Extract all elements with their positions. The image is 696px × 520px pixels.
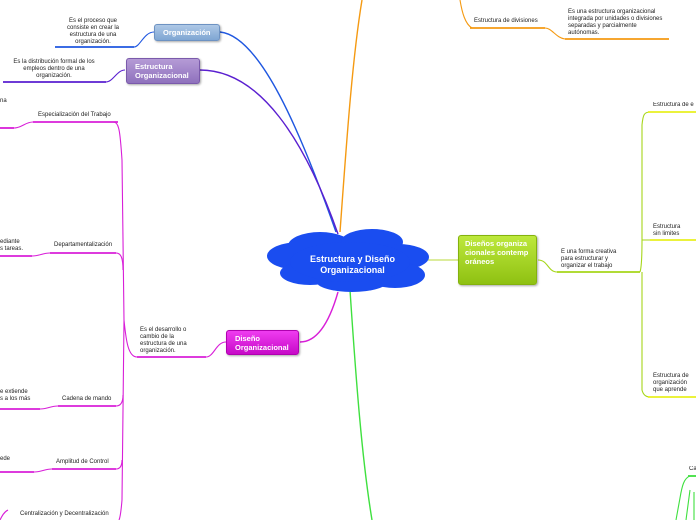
- connector-diseno: [299, 291, 339, 343]
- connector-organizacion: [219, 31, 337, 233]
- partial-cadena-2: s a los más: [0, 396, 31, 402]
- connector-cadena: [115, 394, 124, 407]
- partial-cadena-1: e extiende: [0, 389, 28, 395]
- connector-centralizacion-left: [0, 509, 9, 520]
- connector-orange-main: [339, 0, 363, 233]
- connector-organizacion-note: [133, 31, 155, 48]
- note-organizacion: Es el proceso que consiste en crear la e…: [66, 18, 120, 45]
- label-estructura-aprende[interactable]: Estructura de organización que aprende: [653, 373, 689, 393]
- label-cadena-de-mando[interactable]: Cadena de mando: [62, 396, 112, 402]
- connector-departamentalizacion: [115, 252, 124, 271]
- label-amplitud-de-control[interactable]: Amplitud de Control: [56, 459, 109, 465]
- note-diseno-organizacional: Es el desarrollo o cambio de la estructu…: [140, 327, 187, 354]
- label-estructura-de-divisiones[interactable]: Estructura de divisiones: [474, 18, 538, 24]
- node-diseno-organizacional[interactable]: Diseño Organizacional: [226, 330, 299, 355]
- central-cloud[interactable]: [267, 229, 429, 292]
- connector-contemporaneos-note: [537, 259, 558, 273]
- connector-departamentalizacion-left: [31, 252, 51, 257]
- note-estructura-organizacional: Es la distribución formal de los empleos…: [13, 59, 95, 79]
- connector-orange-divisiones: [459, 0, 473, 29]
- label-centralizacion[interactable]: Centralización y Decentralización: [20, 511, 109, 517]
- partial-especializacion: na: [0, 98, 7, 104]
- label-estructura-de-e[interactable]: Estructura de e: [653, 102, 694, 108]
- partial-bottom-right: Ca: [689, 466, 696, 472]
- partial-departamentalizacion-1: ediante: [0, 239, 20, 245]
- connector-amplitud-left: [33, 468, 53, 473]
- central-topic-title[interactable]: Estructura y Diseño Organizacional: [309, 254, 396, 275]
- connector-especializacion-left: [13, 121, 34, 129]
- connector-diseno-trunk: [112, 121, 138, 520]
- connector-divisiones-note: [544, 27, 566, 40]
- note-disenos-contemporaneos: E una forma creativa para estructurar y …: [561, 249, 617, 269]
- connector-diseno-note: [205, 341, 227, 358]
- label-departamentalizacion[interactable]: Departamentalización: [54, 242, 113, 248]
- node-organizacion[interactable]: Organización: [154, 24, 220, 41]
- connector-amplitud: [115, 459, 123, 470]
- label-estructura-sin-limites[interactable]: Estructura sin limites: [653, 224, 681, 237]
- connector-estructura: [199, 69, 339, 235]
- connector-green-right: [675, 475, 691, 520]
- node-disenos-contemporaneos[interactable]: Diseños organizacionales contemporáneos: [458, 235, 537, 285]
- connector-cadena-left: [39, 405, 59, 410]
- connector-green-right-sub: [685, 489, 695, 520]
- connector-contemporaneos-trunk: [639, 111, 651, 398]
- node-estructura-organizacional[interactable]: Estructura Organizacional: [126, 58, 200, 84]
- partial-departamentalizacion-2: s tareas.: [0, 246, 24, 252]
- connector-green-main: [349, 289, 373, 520]
- note-estructura-de-divisiones: Es una estructura organizacional integra…: [568, 9, 663, 36]
- label-especializacion-trabajo[interactable]: Especialización del Trabajo: [38, 112, 111, 118]
- partial-amplitud: ede: [0, 456, 11, 462]
- connector-estructura-note: [105, 69, 126, 83]
